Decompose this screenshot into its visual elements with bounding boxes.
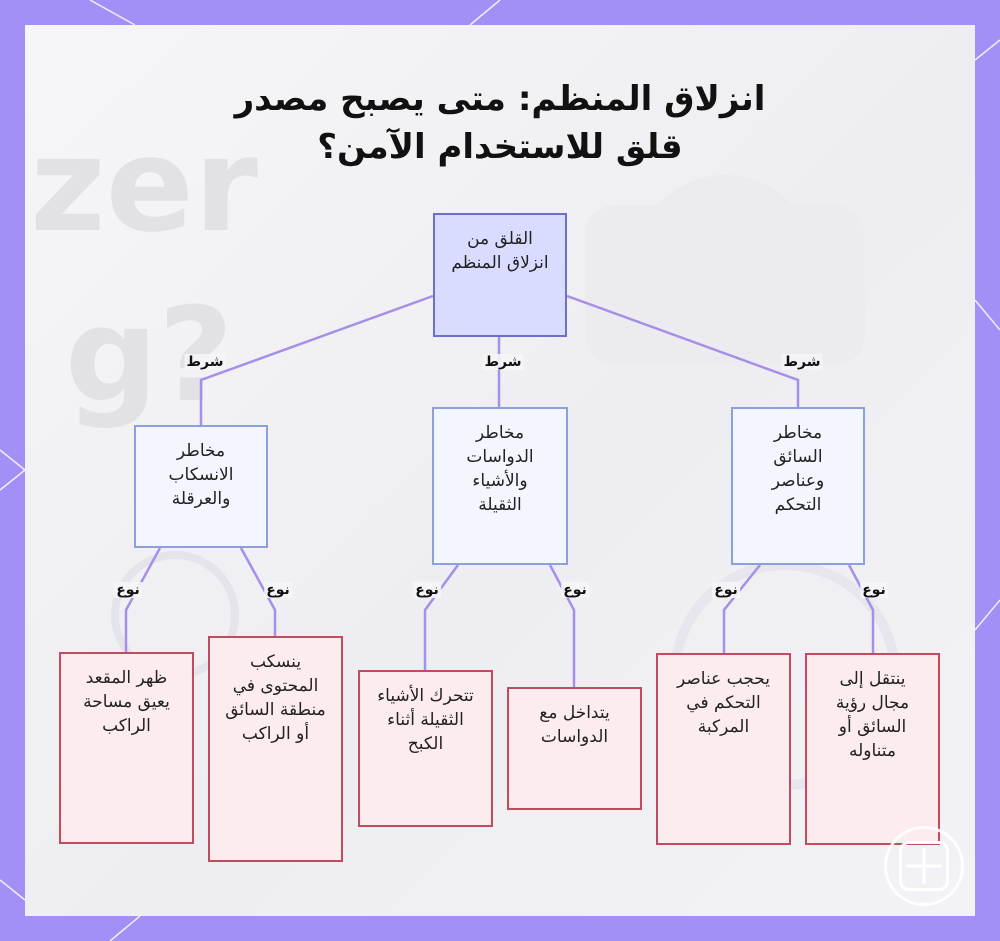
node-root: القلق من انزلاق المنظم bbox=[433, 213, 567, 337]
edge-label-type-4: نوع bbox=[561, 582, 589, 598]
node-leaf-5: يحجب عناصر التحكم في المركبة bbox=[656, 653, 791, 845]
svg-text:zer: zer bbox=[30, 109, 258, 261]
node-mid-left: مخاطر الانسكاب والعرقلة bbox=[134, 425, 268, 548]
edge-mid-left-to-leaf-1 bbox=[124, 547, 162, 652]
edge-label-type-2: نوع bbox=[264, 582, 292, 598]
node-leaf-4-label: يتداخل مع الدواسات bbox=[539, 703, 610, 747]
logo-grid-icon bbox=[884, 826, 964, 906]
title-line-1: انزلاق المنظم: متى يصبح مصدر bbox=[234, 79, 766, 119]
node-mid-left-label: مخاطر الانسكاب والعرقلة bbox=[168, 441, 234, 509]
node-leaf-2: ينسكب المحتوى في منطقة السائق أو الراكب bbox=[208, 636, 343, 862]
edge-mid-right-to-leaf-5 bbox=[722, 564, 761, 653]
node-leaf-1-label: ظهر المقعد يعيق مساحة الراكب bbox=[83, 668, 170, 736]
node-mid-right-label: مخاطر السائق وعناصر التحكم bbox=[771, 423, 825, 515]
node-leaf-3: تتحرك الأشياء الثقيلة أثناء الكبح bbox=[358, 670, 493, 827]
edge-label-type-1: نوع bbox=[114, 582, 142, 598]
edge-mid-left-to-leaf-2 bbox=[239, 547, 277, 636]
edge-label-type-5: نوع bbox=[712, 582, 740, 598]
node-leaf-1: ظهر المقعد يعيق مساحة الراكب bbox=[59, 652, 194, 844]
node-leaf-4: يتداخل مع الدواسات bbox=[507, 687, 642, 810]
edge-root-to-mid-right bbox=[566, 294, 800, 407]
node-leaf-5-label: يحجب عناصر التحكم في المركبة bbox=[676, 669, 771, 737]
edge-mid-center-to-leaf-4 bbox=[548, 564, 576, 687]
edge-label-condition-right: شرط bbox=[781, 354, 823, 370]
edge-label-type-6: نوع bbox=[860, 582, 888, 598]
edge-root-to-mid-left bbox=[199, 294, 434, 425]
edge-label-type-3: نوع bbox=[413, 582, 441, 598]
node-mid-center: مخاطر الدواسات والأشياء الثقيلة bbox=[432, 407, 568, 565]
title-line-2: قلق للاستخدام الآمن؟ bbox=[317, 127, 683, 167]
edge-label-condition-left: شرط bbox=[184, 354, 226, 370]
diagram-title: انزلاق المنظم: متى يصبح مصدر قلق للاستخد… bbox=[0, 75, 1000, 171]
node-mid-right: مخاطر السائق وعناصر التحكم bbox=[731, 407, 865, 565]
node-leaf-6: ينتقل إلى مجال رؤية السائق أو متناوله bbox=[805, 653, 940, 845]
node-leaf-6-label: ينتقل إلى مجال رؤية السائق أو متناوله bbox=[835, 669, 910, 761]
node-leaf-2-label: ينسكب المحتوى في منطقة السائق أو الراكب bbox=[225, 652, 326, 744]
edge-mid-right-to-leaf-6 bbox=[847, 564, 875, 653]
logo-grid-inner bbox=[899, 841, 949, 891]
corner-decoration-icon bbox=[89, 0, 136, 26]
edge-label-condition-center: شرط bbox=[482, 354, 524, 370]
edge-mid-center-to-leaf-3 bbox=[423, 564, 460, 670]
node-leaf-3-label: تتحرك الأشياء الثقيلة أثناء الكبح bbox=[377, 686, 474, 754]
node-root-label: القلق من انزلاق المنظم bbox=[451, 229, 549, 273]
node-mid-center-label: مخاطر الدواسات والأشياء الثقيلة bbox=[466, 423, 534, 515]
